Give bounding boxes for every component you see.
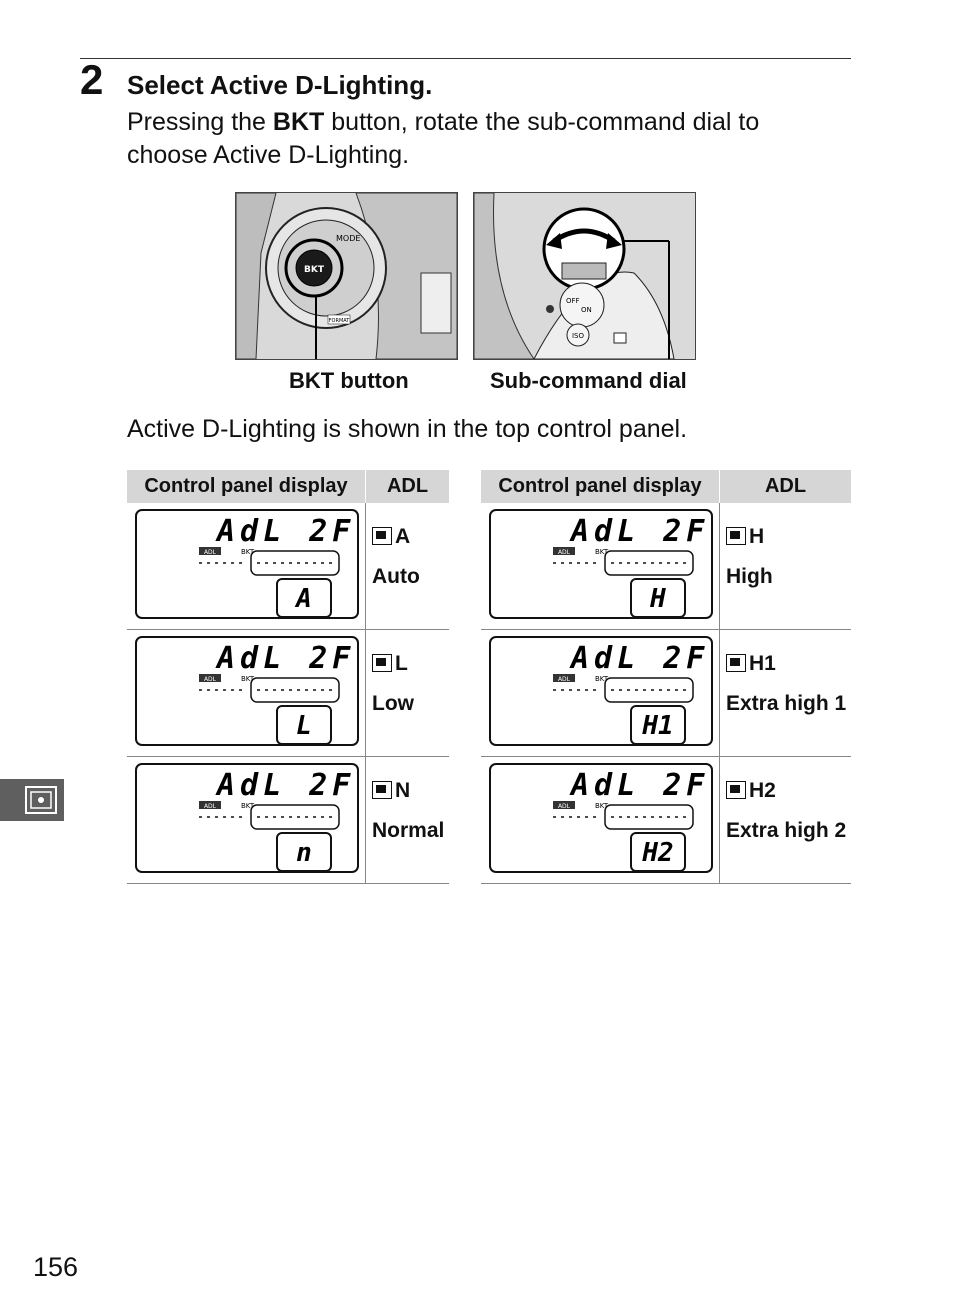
- camera-metering-icon: [25, 786, 57, 814]
- adl-setting-symbol: N: [372, 779, 449, 803]
- step-number: 2: [80, 56, 104, 103]
- lcd-adl-code: H: [649, 584, 666, 614]
- adl-setting-symbol: H2: [726, 779, 851, 803]
- lcd-adl-tag: ADL: [204, 676, 217, 683]
- lcd-adl-code: H1: [641, 711, 673, 741]
- adl-cell: L Low: [365, 629, 449, 757]
- adl-setting-symbol: L: [372, 652, 449, 676]
- column-header-display: Control panel display: [481, 470, 720, 503]
- adl-setting-name: Low: [372, 692, 414, 715]
- adl-setting-name: Extra high 1: [726, 692, 847, 715]
- active-d-lighting-icon: [726, 527, 746, 545]
- mode-dial-label: MODE: [336, 234, 360, 243]
- bkt-button-caption: BKT button: [289, 368, 409, 393]
- lcd-bkt-tag: BKT: [595, 802, 609, 810]
- lcd-adl-tag: ADL: [558, 803, 571, 810]
- adl-cell: A Auto: [365, 503, 449, 630]
- intro-text: Active D-Lighting is shown in the top co…: [127, 415, 688, 443]
- lcd-adl-code: L: [296, 711, 312, 741]
- lcd-bkt-tag: BKT: [241, 675, 255, 683]
- off-label: OFF: [566, 297, 580, 305]
- sub-command-dial-caption: Sub-command dial: [490, 368, 687, 393]
- adl-setting-name: Normal: [372, 819, 445, 842]
- on-label: ON: [581, 306, 592, 314]
- active-d-lighting-icon: [372, 654, 392, 672]
- adl-setting-name: High: [726, 565, 773, 588]
- bkt-inline-label: BKT: [272, 108, 325, 136]
- lcd-bkt-tag: BKT: [241, 548, 255, 556]
- lcd-adl-tag: ADL: [558, 549, 571, 556]
- bkt-button-photo: BKT MODE FORMAT: [235, 192, 458, 360]
- lcd-bkt-tag: BKT: [595, 675, 609, 683]
- lcd-adl-tag: ADL: [204, 549, 217, 556]
- lcd-bkt-tag: BKT: [241, 802, 255, 810]
- lcd-adl-tag: ADL: [204, 803, 217, 810]
- sub-command-dial-photo: OFF ON ISO: [473, 192, 696, 360]
- bkt-dial-label: BKT: [304, 265, 325, 275]
- lcd-top-readout: AdL 2F: [215, 514, 355, 549]
- adl-setting-symbol: H: [726, 525, 851, 549]
- column-header-adl: ADL: [719, 470, 851, 503]
- lcd-top-readout: AdL 2F: [569, 768, 709, 803]
- lcd-top-readout: AdL 2F: [215, 768, 355, 803]
- active-d-lighting-icon: [372, 781, 392, 799]
- lcd-adl-code: n: [296, 838, 312, 868]
- format-label: FORMAT: [329, 318, 351, 324]
- active-d-lighting-icon: [726, 781, 746, 799]
- adl-cell: H High: [719, 503, 851, 630]
- lcd-adl-code: A: [294, 584, 312, 614]
- iso-label: ISO: [572, 332, 585, 340]
- column-header-display: Control panel display: [127, 470, 366, 503]
- adl-setting-name: Extra high 2: [726, 819, 847, 842]
- step-instruction: Pressing the BKT button, rotate the sub-…: [127, 108, 760, 169]
- section-side-tab[interactable]: [0, 779, 64, 821]
- lcd-adl-tag: ADL: [558, 676, 571, 683]
- adl-cell: N Normal: [365, 756, 449, 884]
- page-number: 156: [33, 1252, 79, 1282]
- adl-setting-symbol: A: [372, 525, 449, 549]
- column-header-adl: ADL: [365, 470, 449, 503]
- top-rule: [80, 58, 851, 59]
- lcd-adl-code: H2: [641, 838, 673, 868]
- lcd-top-readout: AdL 2F: [215, 641, 355, 676]
- active-d-lighting-icon: [726, 654, 746, 672]
- active-d-lighting-icon: [372, 527, 392, 545]
- adl-setting-name: Auto: [372, 565, 420, 588]
- adl-setting-symbol: H1: [726, 652, 851, 676]
- lcd-bkt-tag: BKT: [595, 548, 609, 556]
- lcd-top-readout: AdL 2F: [569, 641, 709, 676]
- lcd-top-readout: AdL 2F: [569, 514, 709, 549]
- step-title: Select Active D-Lighting.: [127, 70, 433, 100]
